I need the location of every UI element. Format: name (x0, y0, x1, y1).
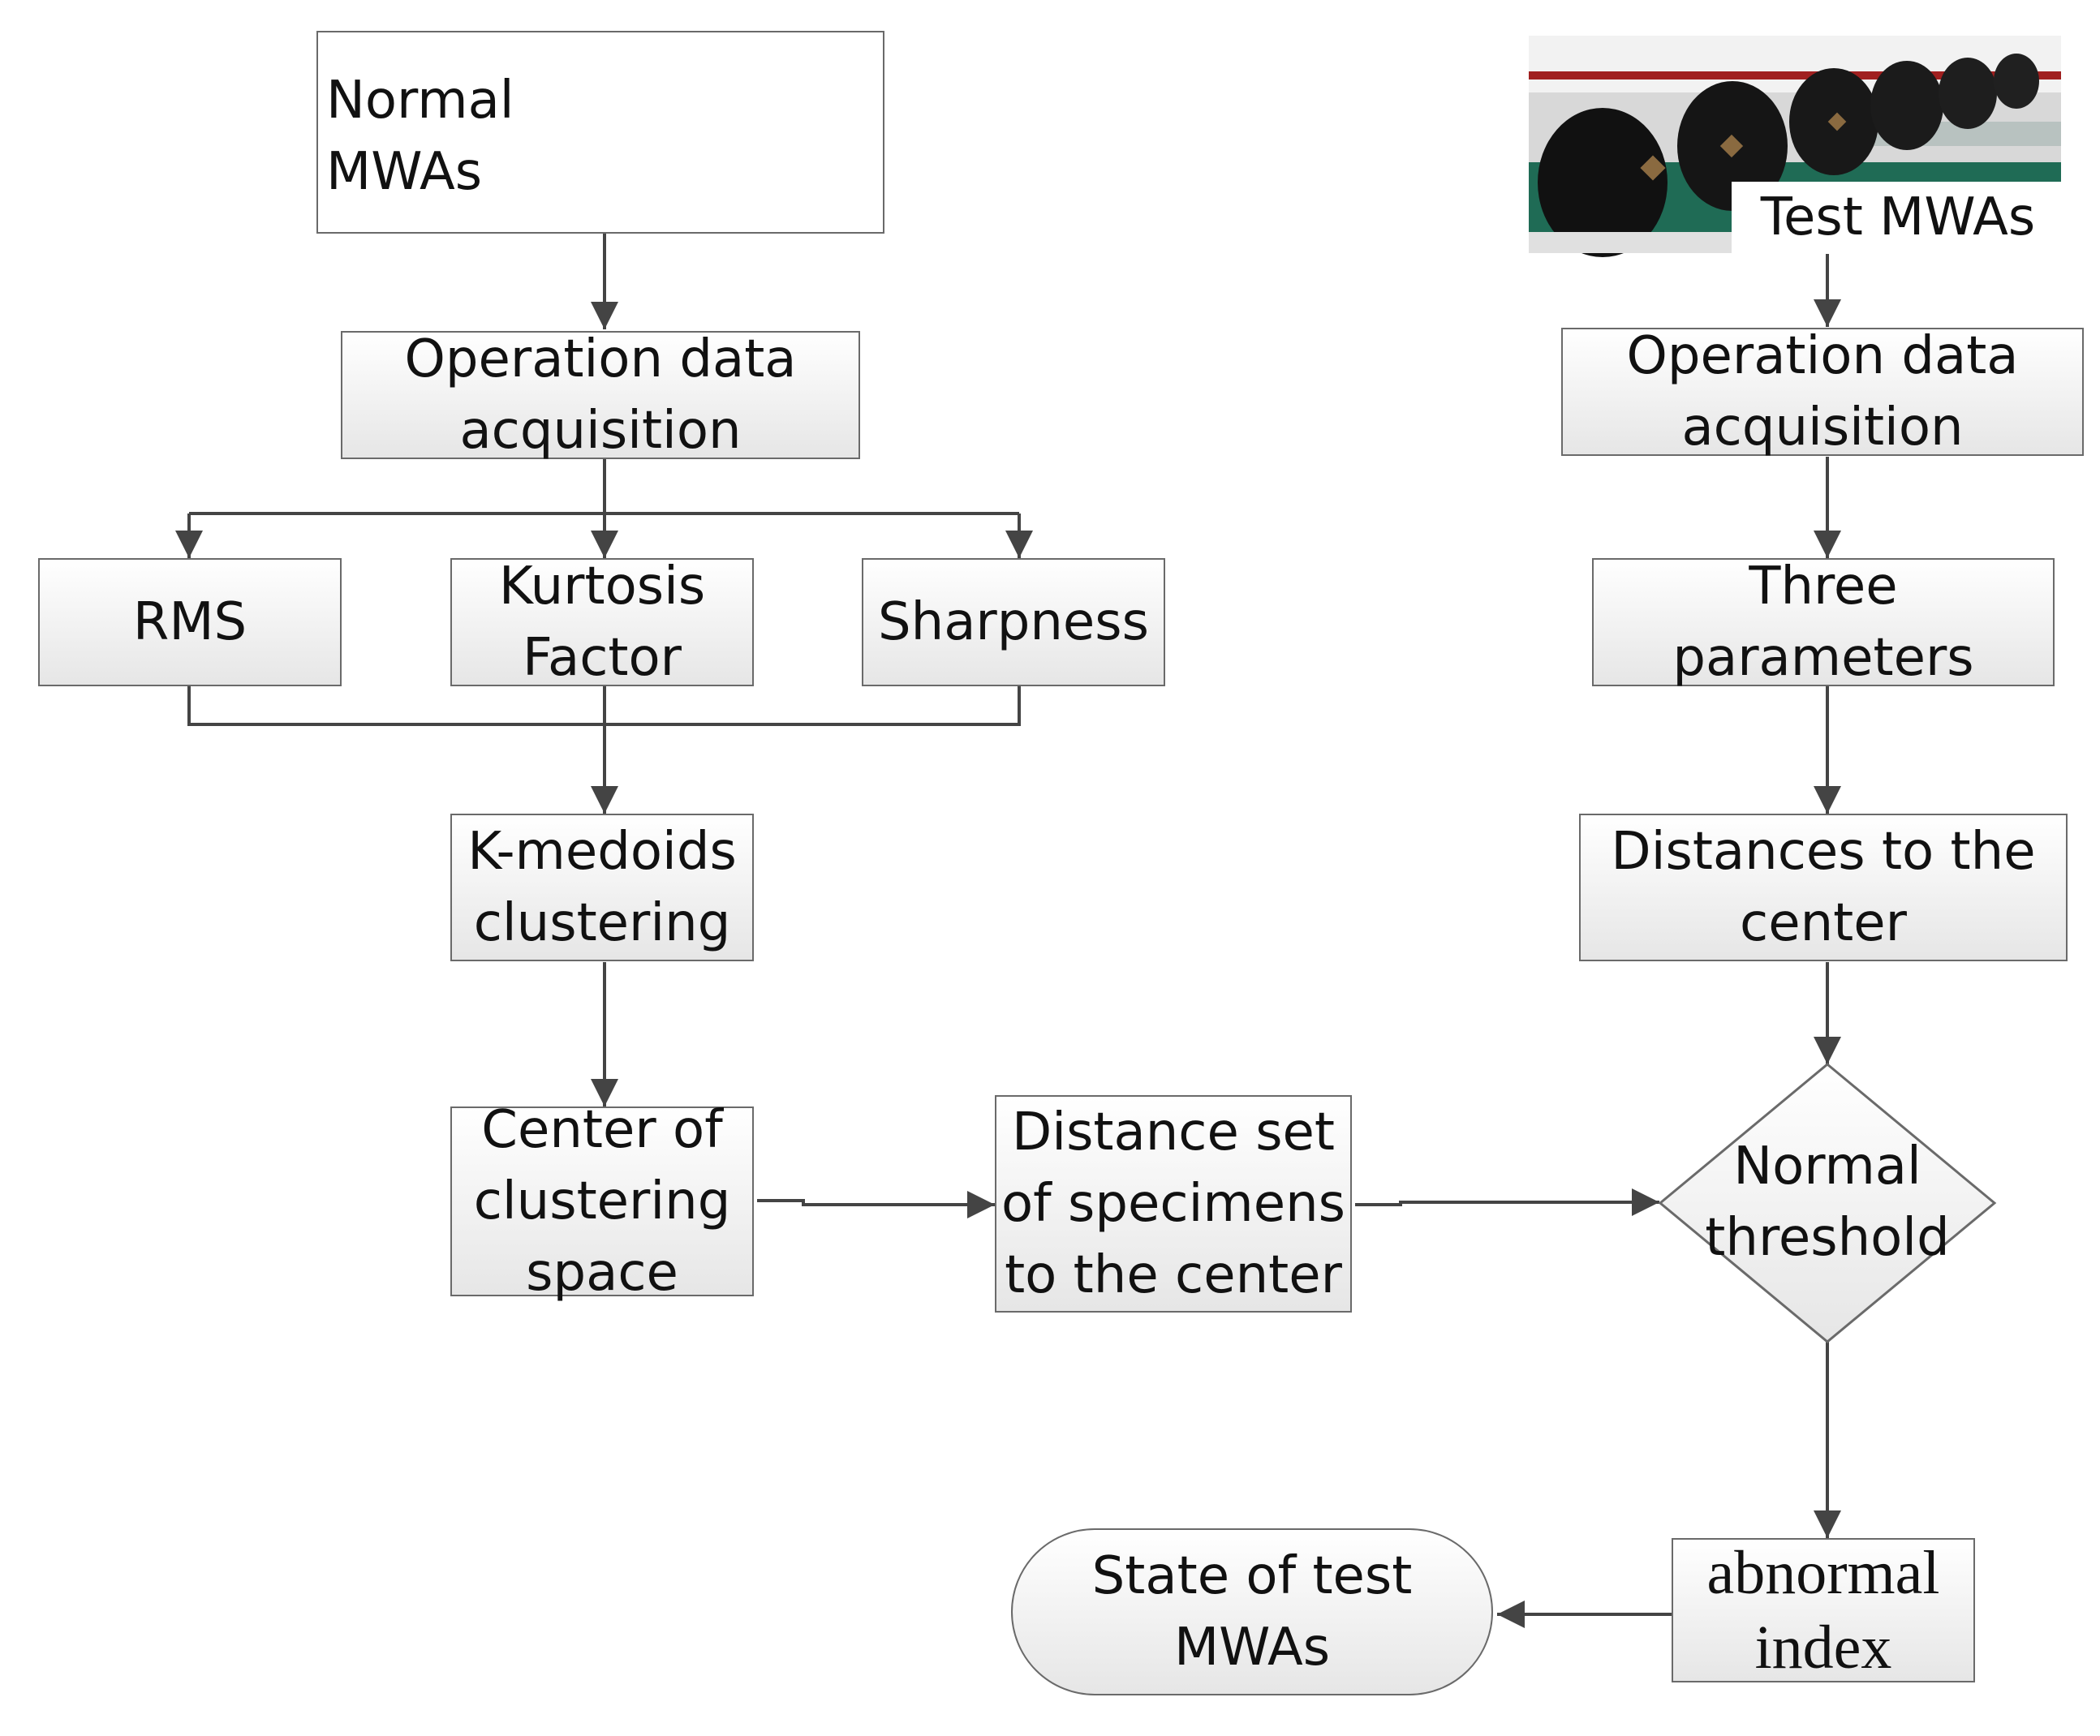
arrow-center-to-distanceset (757, 1191, 995, 1218)
abnormal-index-text: abnormal index (1706, 1539, 1940, 1682)
sharpness-box: Sharpness (862, 558, 1165, 686)
distances-text: Distances to the center (1611, 822, 2036, 953)
sharpness-text: Sharpness (878, 592, 1149, 652)
state-text: State of test MWAs (1091, 1546, 1413, 1678)
threshold-diamond (1658, 1063, 1997, 1343)
kmedoids-text: K-medoids clustering (467, 822, 737, 953)
three-params-box: Three parameters (1592, 556, 2055, 688)
abnormal-index-box: abnormal index (1672, 1538, 1975, 1682)
kurtosis-text: Kurtosis Factor (498, 556, 706, 688)
test-mwas-label: Test MWAs (1732, 182, 2064, 253)
right-acquisition-text: Operation data acquisition (1626, 326, 2019, 458)
normal-mwas-label: Normal MWAs (326, 71, 514, 202)
distances-box: Distances to the center (1579, 814, 2068, 961)
distance-set-text: Distance set of specimens to the center (1001, 1102, 1345, 1305)
normal-mwas-box (316, 31, 884, 234)
rms-box: RMS (38, 558, 342, 686)
state-terminal: State of test MWAs (1011, 1528, 1493, 1695)
kmedoids-box: K-medoids clustering (450, 814, 754, 961)
center-text: Center of clustering space (473, 1100, 731, 1303)
distance-set-box: Distance set of specimens to the center (995, 1095, 1352, 1313)
right-acquisition-box: Operation data acquisition (1561, 326, 2084, 458)
center-box: Center of clustering space (450, 1100, 754, 1303)
three-params-text: Three parameters (1672, 556, 1974, 688)
left-acquisition-text: Operation data acquisition (404, 329, 797, 461)
rms-text: RMS (132, 592, 247, 652)
threshold-text: Normal threshold (1705, 1137, 1950, 1268)
arrow-distanceset-to-threshold (1355, 1188, 1659, 1216)
kurtosis-box: Kurtosis Factor (450, 556, 754, 688)
left-acquisition-box: Operation data acquisition (341, 329, 860, 461)
